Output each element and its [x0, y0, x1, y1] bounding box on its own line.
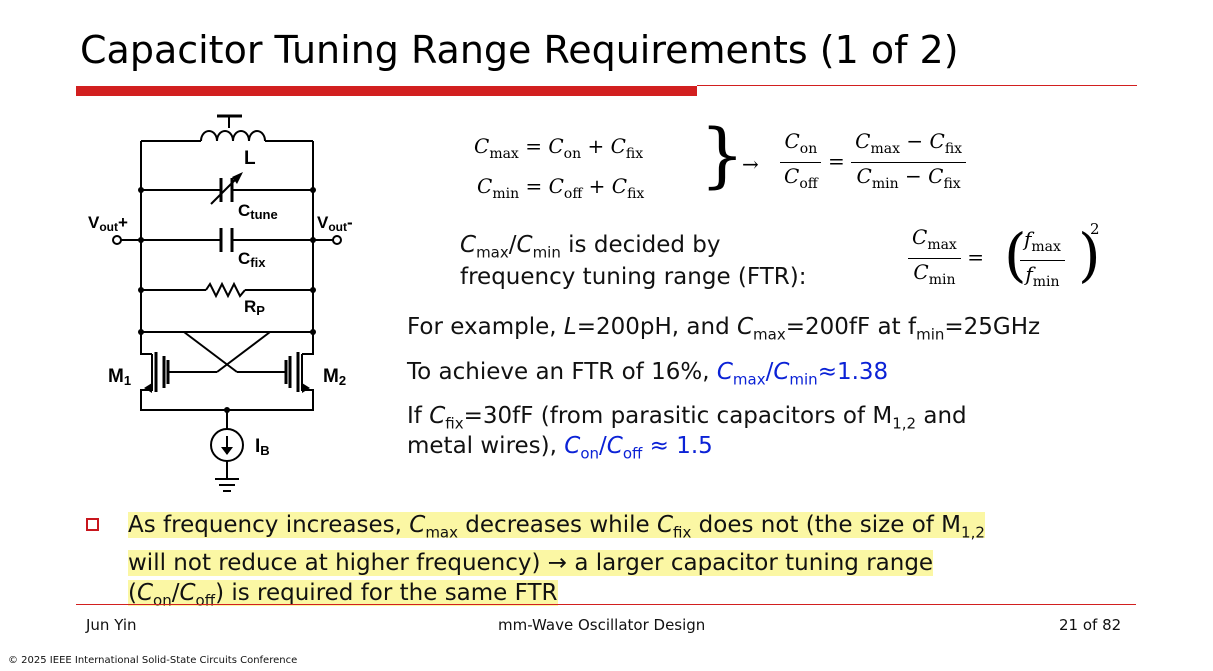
example-line: For example, L=200pH, and Cmax=200fF at …	[407, 314, 1041, 344]
left-paren: (	[1004, 221, 1027, 289]
vout-plus-label: Vout+	[88, 213, 128, 234]
bullet-square-icon	[86, 518, 99, 531]
right-paren: )	[1078, 221, 1101, 289]
m2-label: M2	[323, 366, 346, 388]
cfix-line: If Cfix=30fF (from parasitic capacitors …	[407, 403, 967, 433]
cmin-definition: Cmin = Coff + Cfix	[477, 174, 645, 202]
metal-wires-line: metal wires), Con/Coff ≈ 1.5	[407, 433, 713, 463]
copyright-notice: © 2025 IEEE International Solid-State Ci…	[8, 655, 298, 666]
rp-label: RP	[244, 297, 265, 318]
title-underline-thick	[76, 86, 697, 96]
ftr-target-line: To achieve an FTR of 16%, Cmax/Cmin≈1.38	[407, 359, 889, 389]
cfix-label: Cfix	[238, 249, 266, 270]
ib-label: IB	[255, 436, 270, 458]
ctune-label: Ctune	[238, 201, 278, 222]
right-brace: }	[700, 114, 745, 196]
footer-rule	[76, 604, 1136, 605]
vout-minus-label: Vout-	[317, 213, 353, 234]
footer-course: mm-Wave Oscillator Design	[498, 616, 706, 634]
implies-arrow: →	[742, 152, 759, 176]
cmax-definition: Cmax = Con + Cfix	[474, 134, 644, 162]
inductor-label: L	[244, 148, 256, 169]
footer-page-number: 21 of 82	[1059, 616, 1122, 634]
footer-author: Jun Yin	[86, 616, 137, 634]
ftr-text-line1: Cmax/Cmin is decided by	[460, 232, 721, 262]
title-underline-thin	[697, 85, 1137, 86]
lc-oscillator-schematic: L Ctune Cfix RP Vout+ Vout- M1 M2 IB	[88, 114, 353, 492]
ftr-text-line2: frequency tuning range (FTR):	[460, 264, 807, 290]
exponent: 2	[1090, 220, 1100, 238]
bullet-text: As frequency increases, Cmax decreases w…	[128, 512, 985, 610]
slide-title: Capacitor Tuning Range Requirements (1 o…	[80, 28, 959, 72]
m1-label: M1	[108, 366, 131, 388]
